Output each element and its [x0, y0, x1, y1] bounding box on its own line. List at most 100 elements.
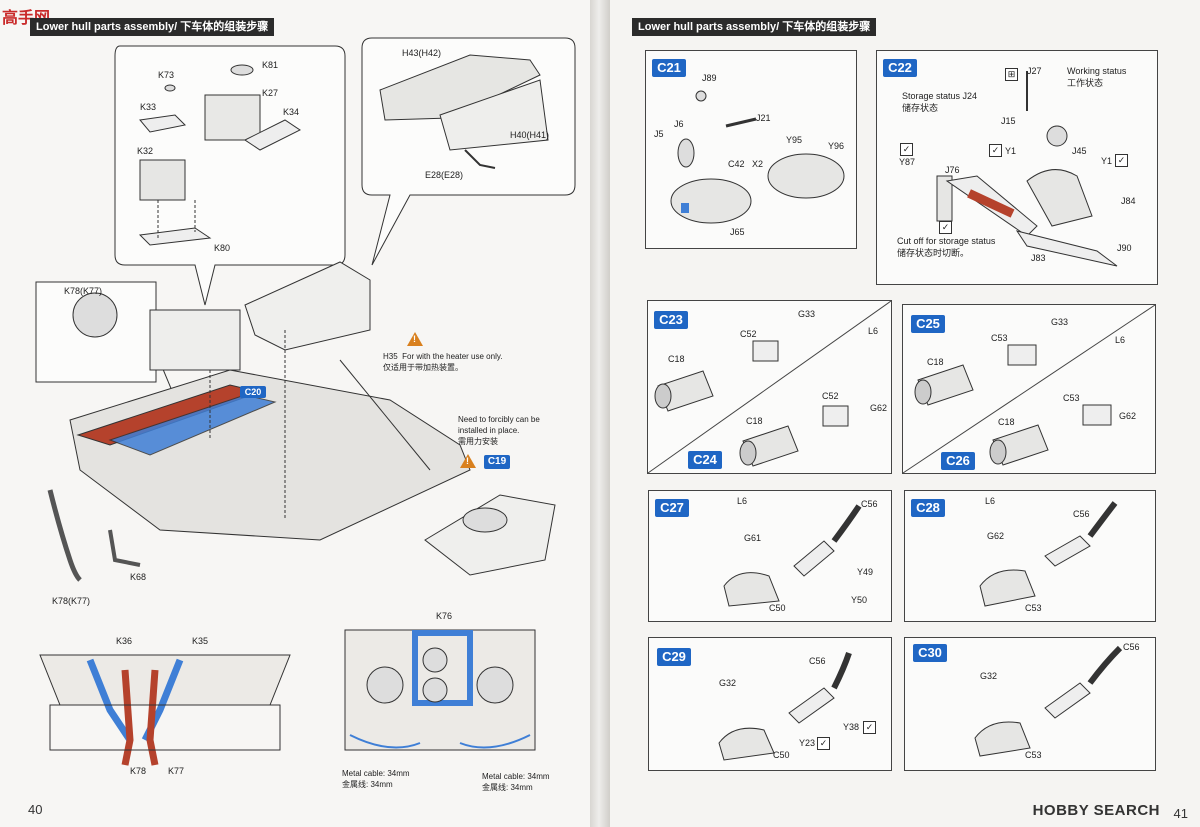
step-box-c30: C30 C56 G32 C53: [904, 637, 1156, 771]
brand-logo: HOBBY SEARCH: [1032, 802, 1160, 819]
part-label: 储存状态时切断。: [897, 248, 970, 258]
step-box-c29: C29 C56 G32 Y38 ✓ Y23 ✓ C50: [648, 637, 892, 771]
part-label: K35: [192, 636, 209, 646]
part-label: K76: [436, 611, 453, 621]
part-label: K78: [130, 766, 147, 776]
step-box-c27: C27 L6 C56 G61 Y49 Y50 C50: [648, 490, 892, 622]
part-label: C56: [1073, 509, 1090, 519]
part-label: G33: [1051, 317, 1069, 327]
part-label: J89: [702, 73, 717, 83]
step-box-c28: C28 L6 C56 G62 C53: [904, 490, 1156, 622]
part-label: K36: [116, 636, 133, 646]
part-label: K81: [262, 60, 279, 70]
check-icon: ✓: [863, 721, 876, 734]
step-tag-c20: C20: [240, 386, 266, 398]
part-label: C52: [822, 391, 839, 401]
inset-label: K78(K77): [64, 286, 103, 296]
part-label: Y23: [799, 738, 816, 748]
part-label: H40(H41): [510, 130, 550, 140]
step-tag: C23: [654, 311, 688, 329]
part-label: J90: [1117, 243, 1132, 253]
part-label: C18: [998, 417, 1015, 427]
left-page: 高手网 Lower hull parts assembly/ 下车体的组装步骤: [0, 0, 590, 827]
part-label: J27: [1027, 66, 1042, 76]
part-label: C56: [1123, 642, 1140, 652]
part-label: J76: [945, 165, 960, 175]
part-label: J6: [674, 119, 684, 129]
part-label: C18: [746, 416, 763, 426]
part-label: J83: [1031, 253, 1046, 263]
bottom-right-view: [344, 629, 536, 751]
part-label: C18: [927, 357, 944, 367]
part-label: Y1: [1005, 146, 1017, 156]
part-label: C53: [1025, 750, 1042, 760]
part-label: L6: [737, 496, 748, 506]
part-label: Y1: [1101, 156, 1113, 166]
check-icon: ✓: [989, 144, 1002, 157]
step-tag: C25: [911, 315, 945, 333]
part-label: C53: [1063, 393, 1080, 403]
warning-icon: !: [407, 332, 423, 346]
part-label: J84: [1121, 196, 1136, 206]
check-icon: ✓: [939, 221, 952, 234]
cable-note: Metal cable: 34mm 金属线: 34mm: [482, 772, 550, 792]
part-label: X2: [752, 159, 764, 169]
part-label: Y49: [857, 567, 874, 577]
step-tag: C24: [688, 451, 722, 469]
part-label: K32: [137, 146, 154, 156]
binding-gutter: [590, 0, 610, 827]
part-label: K73: [158, 70, 175, 80]
page-number: 40: [28, 802, 43, 817]
part-label: C56: [809, 656, 826, 666]
step-tag: C27: [655, 499, 689, 517]
part-label: Cut off for storage status: [897, 236, 996, 246]
part-label: G33: [798, 309, 816, 319]
step-tag: C30: [913, 644, 947, 662]
part-label: Working status: [1067, 66, 1127, 76]
part-label: J45: [1072, 146, 1087, 156]
step-box-c21: C21 J89 J21 J6 J5 C42 X2 Y95 Y96 J65: [645, 50, 857, 249]
part-label: E28(E28): [425, 170, 464, 180]
right-page: Lower hull parts assembly/ 下车体的组装步骤 C21 …: [610, 0, 1200, 827]
part-label: C18: [668, 354, 685, 364]
check-icon: ✓: [900, 143, 913, 156]
step-tag: C22: [883, 59, 917, 77]
part-label: K33: [140, 102, 157, 112]
part-label: 储存状态: [902, 103, 939, 113]
part-label: C56: [861, 499, 878, 509]
part-label: K80: [214, 243, 231, 253]
part-label: L6: [1115, 335, 1126, 345]
right-page-header: Lower hull parts assembly/ 下车体的组装步骤: [632, 18, 877, 36]
forcibly-note: Need to forcibly can be installed in pla…: [458, 415, 540, 446]
step-box-c22: C22 ⊞ J27 Working status 工作状态 Storage st…: [876, 50, 1158, 285]
step-tag: C26: [941, 452, 975, 470]
part-label: K68: [130, 572, 147, 582]
part-label: C53: [1025, 603, 1042, 613]
part-label: Storage status J24: [902, 91, 978, 101]
check-icon: ✓: [817, 737, 830, 750]
part-label: G32: [719, 678, 737, 688]
part-label: G61: [744, 533, 762, 543]
left-page-header: Lower hull parts assembly/ 下车体的组装步骤: [30, 18, 275, 36]
part-label: G62: [1119, 411, 1137, 421]
step-box-c23-c24: C23 G33 C52 C18 L6 G62 C18 C52 C24: [647, 300, 892, 474]
part-label: K34: [283, 107, 300, 117]
part-label: L6: [868, 326, 879, 336]
part-label: C42: [728, 159, 745, 169]
part-label: J15: [1001, 116, 1016, 126]
left-line-art: [35, 37, 576, 582]
cable-note: Metal cable: 34mm 金属线: 34mm: [342, 769, 410, 789]
part-label: Y95: [786, 135, 803, 145]
part-label: H43(H42): [402, 48, 442, 58]
part-label: C50: [769, 603, 786, 613]
step-tag: C21: [652, 59, 686, 77]
part-label: Y50: [851, 595, 868, 605]
part-label: J21: [756, 113, 771, 123]
step-tag: C29: [657, 648, 691, 666]
part-label: C52: [740, 329, 757, 339]
warning-icon: !: [460, 454, 476, 468]
step-tag: C28: [911, 499, 945, 517]
part-label: G32: [980, 671, 998, 681]
bottom-left-view: [39, 654, 291, 766]
